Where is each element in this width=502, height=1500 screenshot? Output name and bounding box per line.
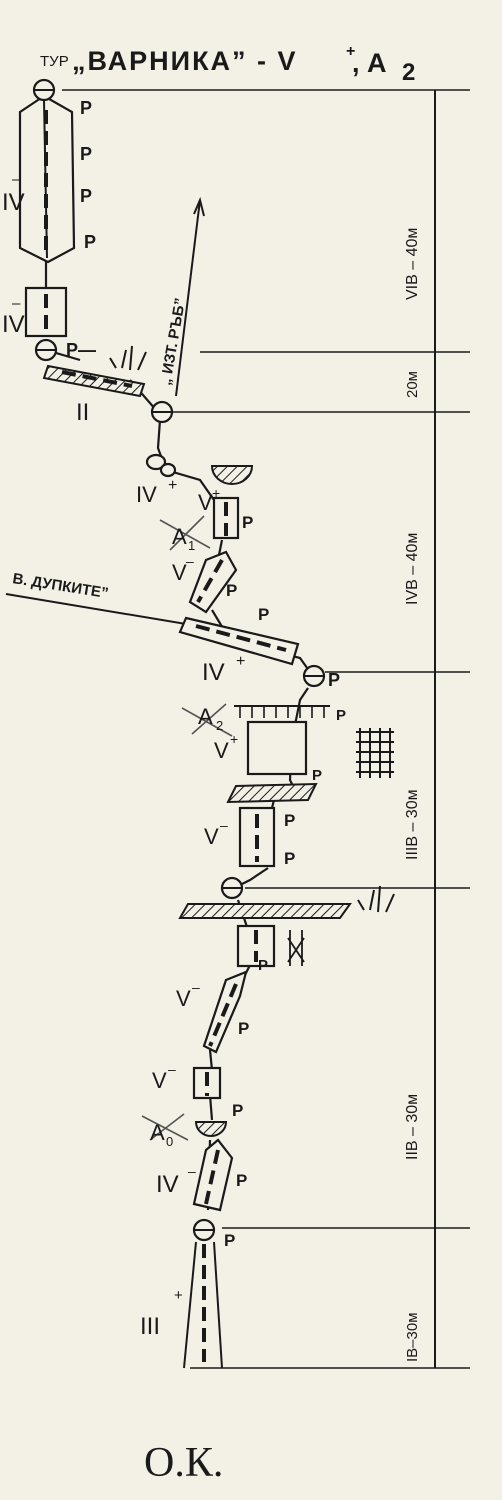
cross-out <box>141 1113 189 1141</box>
section-label: 20м <box>404 371 421 398</box>
grade-label: V <box>204 824 219 849</box>
piton-marker: P <box>236 1171 247 1190</box>
piton-marker: P <box>258 957 268 974</box>
grade-sign: – <box>12 295 21 312</box>
grade-label: IV <box>2 311 25 338</box>
ridge-arrow-label: „ ИЗТ. РЪБ” <box>157 297 189 387</box>
grade-sign: + <box>174 1287 183 1304</box>
section-label: IIB – 30м <box>404 1094 421 1160</box>
grade-sign: – <box>12 171 21 188</box>
route-title: ТУР „ВАРНИКА” - V + , А 2 <box>40 43 415 86</box>
grass-icon <box>357 885 395 913</box>
piton-marker: P <box>312 767 322 784</box>
title-prefix: ТУР <box>40 53 69 70</box>
grade-label: V <box>176 986 191 1011</box>
belay-station <box>150 400 174 424</box>
title-plus: + <box>346 43 355 60</box>
gully-start <box>183 1241 223 1369</box>
piton-marker: P <box>80 144 92 164</box>
holes-arrow: В. ДУПКИТЕ” <box>5 570 187 625</box>
grade-sign: + <box>230 731 238 747</box>
section-label: IB–30м <box>404 1312 421 1362</box>
title-name: „ВАРНИКА” - V <box>72 46 298 76</box>
grade-sign: – <box>168 1061 176 1077</box>
piton-marker: P <box>284 811 295 830</box>
grade-label: A <box>198 704 213 729</box>
slab-pitch <box>188 550 238 614</box>
ledge <box>42 364 146 398</box>
dihedral-pitch <box>202 970 248 1054</box>
grade-sub: 2 <box>216 718 223 733</box>
grade-label: A <box>150 1120 165 1145</box>
section-scale: VIB – 40м 20м IVB – 40м IIIB – 30м IIB –… <box>62 89 470 1369</box>
cross-out <box>181 703 233 737</box>
grade-sub: 0 <box>166 1134 173 1149</box>
grid-icon <box>356 728 394 778</box>
belay-station <box>302 664 326 688</box>
piton-marker: P <box>80 98 92 118</box>
grade-sign: – <box>220 817 228 833</box>
grade-label: V <box>172 560 187 585</box>
dihedral-top <box>18 78 76 264</box>
ledge <box>178 616 300 666</box>
piton-marker: P <box>232 1101 243 1120</box>
piton-marker: P <box>336 707 346 724</box>
belay-station <box>220 876 244 900</box>
belay-station <box>192 1218 216 1242</box>
piton-marker: P <box>80 186 92 206</box>
grade-sign: – <box>186 553 194 569</box>
grade-labels: IV – IV – II IV + V + A 1 V – IV + A 2 V… <box>2 171 245 1340</box>
grade-sign: + <box>236 653 245 670</box>
section-label: IVB – 40м <box>404 533 421 605</box>
grade-label: IV <box>136 482 157 507</box>
grade-sign: + <box>212 485 220 501</box>
signature: О.К. <box>144 1440 223 1486</box>
roof <box>234 705 330 718</box>
cross-out <box>159 515 211 551</box>
piton-marker: P <box>258 605 269 624</box>
dihedral-pitch <box>192 1138 234 1212</box>
piton-marker: P <box>224 1231 235 1250</box>
grade-label: III <box>140 1313 160 1340</box>
chockstone-icon <box>145 453 177 478</box>
grade-label: V <box>152 1068 167 1093</box>
piton-markers: P P P P P— P P P P P P P P P P P P P <box>66 98 346 1250</box>
grade-label: II <box>76 399 89 426</box>
grade-sign: + <box>168 477 177 494</box>
overhang <box>210 465 254 485</box>
grade-label: IV <box>202 659 225 686</box>
piton-marker: P <box>226 581 237 600</box>
crack-x-icon <box>287 930 305 966</box>
section-label: VIB – 40м <box>404 228 421 300</box>
grade-label: IV <box>2 189 25 216</box>
ledge <box>178 903 352 919</box>
grade-label: V <box>198 490 213 515</box>
piton-marker: P <box>242 513 253 532</box>
ridge-arrow: „ ИЗТ. РЪБ” <box>157 196 205 397</box>
grade-label: V <box>214 738 229 763</box>
overhang <box>194 1121 228 1137</box>
belay-station <box>34 338 58 362</box>
piton-marker: P <box>238 1019 249 1038</box>
grade-sub: 1 <box>188 538 195 553</box>
ledge <box>226 782 318 804</box>
title-sub: 2 <box>402 59 415 86</box>
grade-sign: – <box>188 1163 196 1179</box>
piton-marker: P <box>84 232 96 252</box>
piton-marker: P <box>328 670 340 690</box>
grass-icon <box>109 345 147 371</box>
block <box>246 720 308 776</box>
piton-marker: P <box>284 849 295 868</box>
section-label: IIIB – 30м <box>404 789 421 860</box>
grade-sign: – <box>192 979 200 995</box>
grade-label: A <box>172 524 187 549</box>
grade-label: IV <box>156 1171 179 1198</box>
piton-marker: P— <box>66 340 96 360</box>
title-tail: , А <box>352 48 387 78</box>
